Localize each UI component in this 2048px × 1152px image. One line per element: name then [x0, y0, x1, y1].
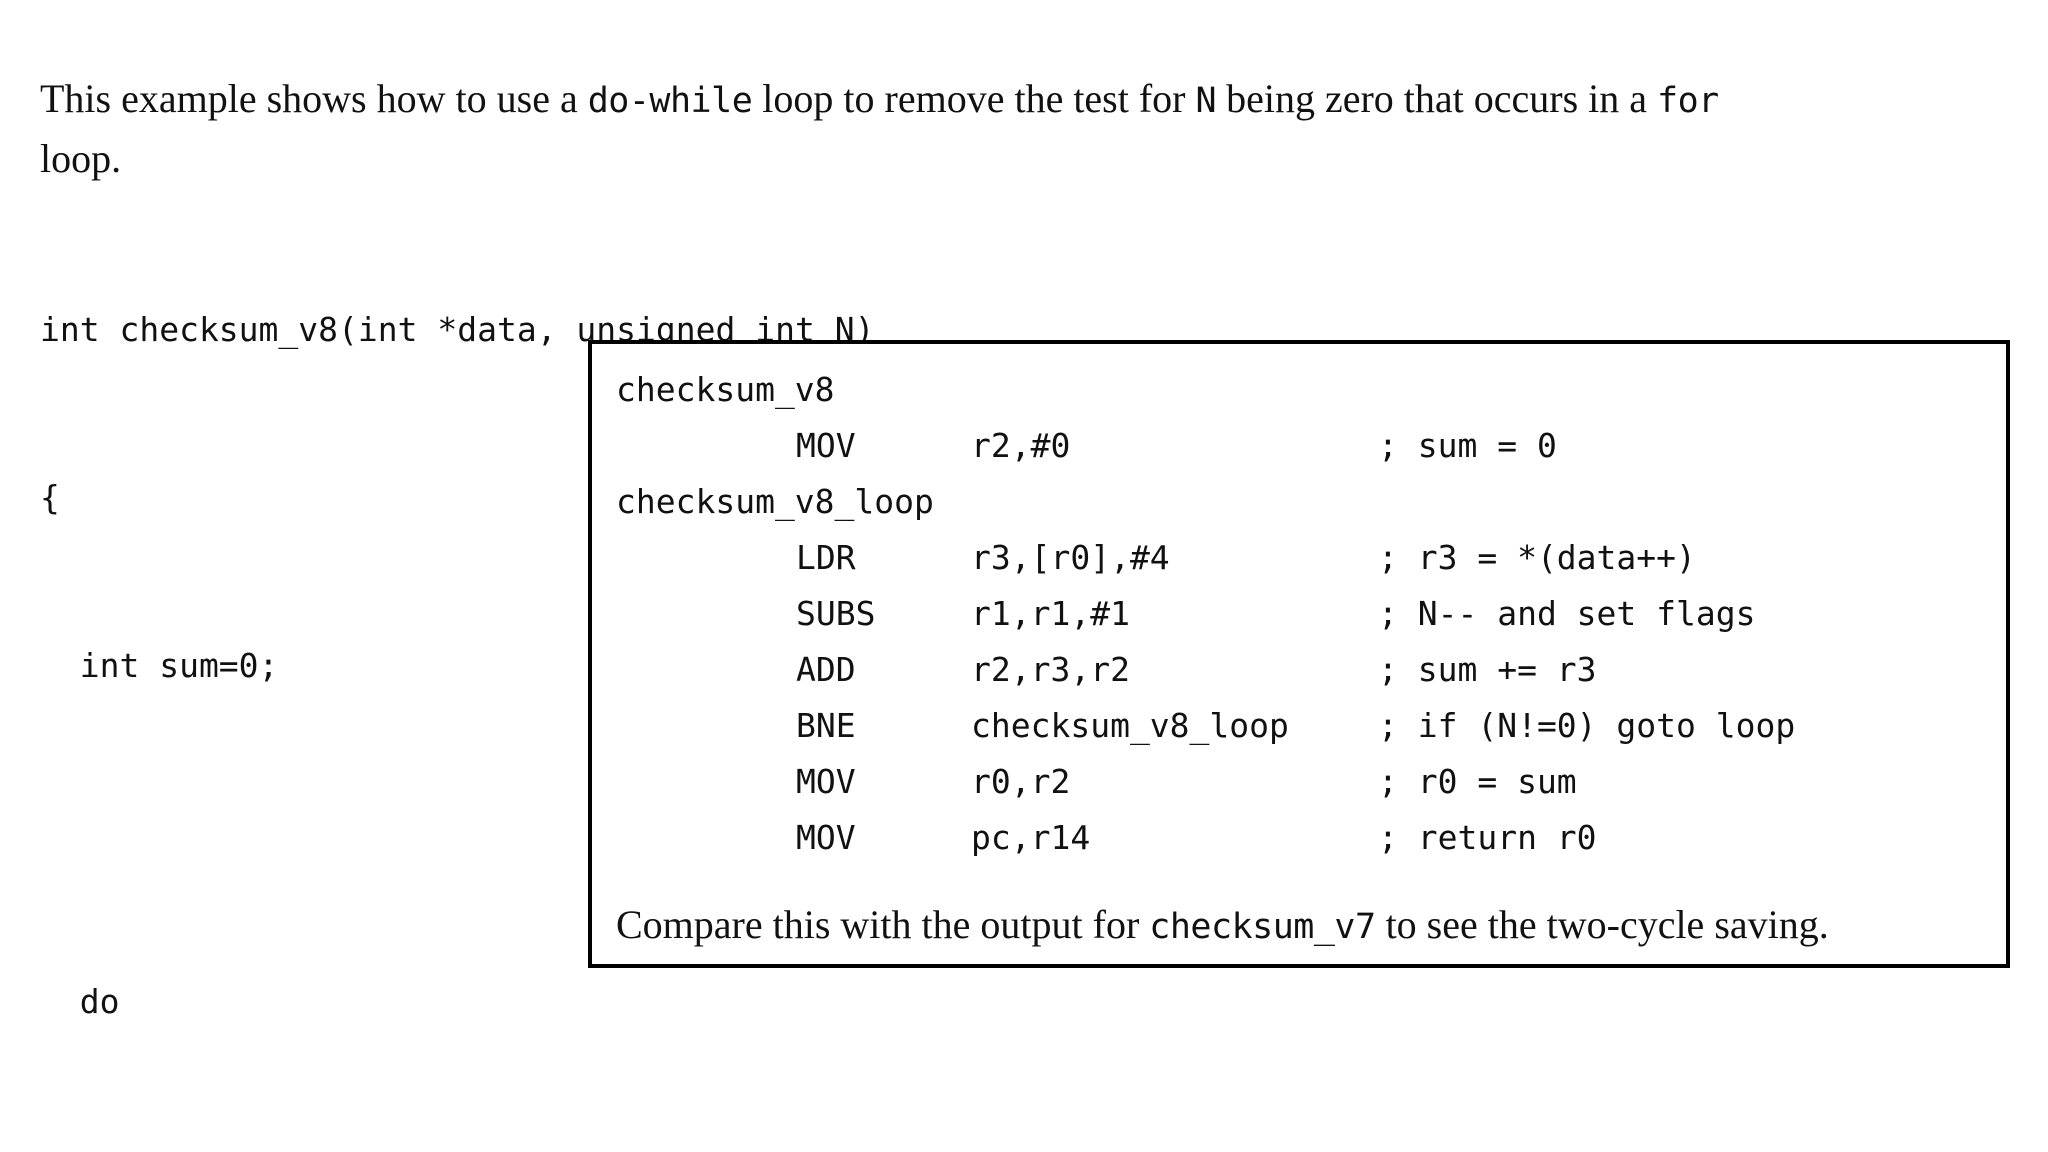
assembly-row: MOV r2,#0 ; sum = 0	[616, 418, 1557, 474]
assembly-operands: pc,r14	[971, 818, 1091, 857]
assembly-comment: ; if (N!=0) goto loop	[1378, 706, 1796, 745]
assembly-listing: checksum_v8 MOV r2,#0 ; sum = 0 checksum…	[616, 362, 1795, 866]
assembly-mnemonic: MOV	[796, 818, 856, 857]
intro-paragraph: This example shows how to use a do-while…	[40, 70, 1800, 188]
assembly-row: checksum_v8	[616, 362, 835, 418]
assembly-label: checksum_v8	[616, 370, 835, 409]
assembly-row: LDR r3,[r0],#4 ; r3 = *(data++)	[616, 530, 1696, 586]
assembly-comment: ; sum = 0	[1378, 426, 1557, 465]
assembly-mnemonic: SUBS	[796, 594, 876, 633]
assembly-output-box: checksum_v8 MOV r2,#0 ; sum = 0 checksum…	[588, 340, 2010, 968]
c-code-line: do	[40, 982, 120, 1021]
assembly-operands: checksum_v8_loop	[971, 706, 1289, 745]
assembly-row: ADD r2,r3,r2 ; sum += r3	[616, 642, 1597, 698]
intro-code-n: N	[1195, 81, 1217, 121]
assembly-operands: r2,#0	[971, 426, 1071, 465]
intro-text-part1: This example shows how to use a	[40, 76, 588, 121]
assembly-row: MOV r0,r2 ; r0 = sum	[616, 754, 1577, 810]
assembly-row: SUBS r1,r1,#1 ; N-- and set flags	[616, 586, 1756, 642]
assembly-comment: ; r0 = sum	[1378, 762, 1577, 801]
assembly-row: MOV pc,r14 ; return r0	[616, 810, 1597, 866]
caption-code-checksum-v7: checksum_v7	[1149, 907, 1376, 947]
assembly-row: checksum_v8_loop	[616, 474, 934, 530]
intro-code-do-while: do-while	[587, 81, 753, 121]
c-code-line: {	[40, 1142, 874, 1152]
intro-code-for: for	[1657, 81, 1719, 121]
assembly-mnemonic: MOV	[796, 762, 856, 801]
assembly-caption: Compare this with the output for checksu…	[616, 900, 1996, 952]
c-code-line: {	[40, 478, 60, 517]
assembly-label: checksum_v8_loop	[616, 482, 934, 521]
assembly-operands: r2,r3,r2	[971, 650, 1130, 689]
assembly-comment: ; N-- and set flags	[1378, 594, 1756, 633]
assembly-row: BNE checksum_v8_loop ; if (N!=0) goto lo…	[616, 698, 1795, 754]
c-code-line: int sum=0;	[40, 646, 279, 685]
assembly-mnemonic: ADD	[796, 650, 856, 689]
assembly-mnemonic: BNE	[796, 706, 856, 745]
caption-text-part2: to see the two-cycle saving.	[1375, 902, 1829, 947]
assembly-comment: ; sum += r3	[1378, 650, 1597, 689]
assembly-operands: r3,[r0],#4	[971, 538, 1170, 577]
assembly-comment: ; r3 = *(data++)	[1378, 538, 1696, 577]
assembly-operands: r0,r2	[971, 762, 1071, 801]
intro-text-part3: being zero that occurs in a	[1216, 76, 1658, 121]
assembly-mnemonic: MOV	[796, 426, 856, 465]
assembly-operands: r1,r1,#1	[971, 594, 1130, 633]
assembly-mnemonic: LDR	[796, 538, 856, 577]
caption-text-part1: Compare this with the output for	[616, 902, 1150, 947]
intro-text-part4: loop.	[40, 136, 122, 181]
intro-text-part2: loop to remove the test for	[752, 76, 1196, 121]
assembly-comment: ; return r0	[1378, 818, 1597, 857]
